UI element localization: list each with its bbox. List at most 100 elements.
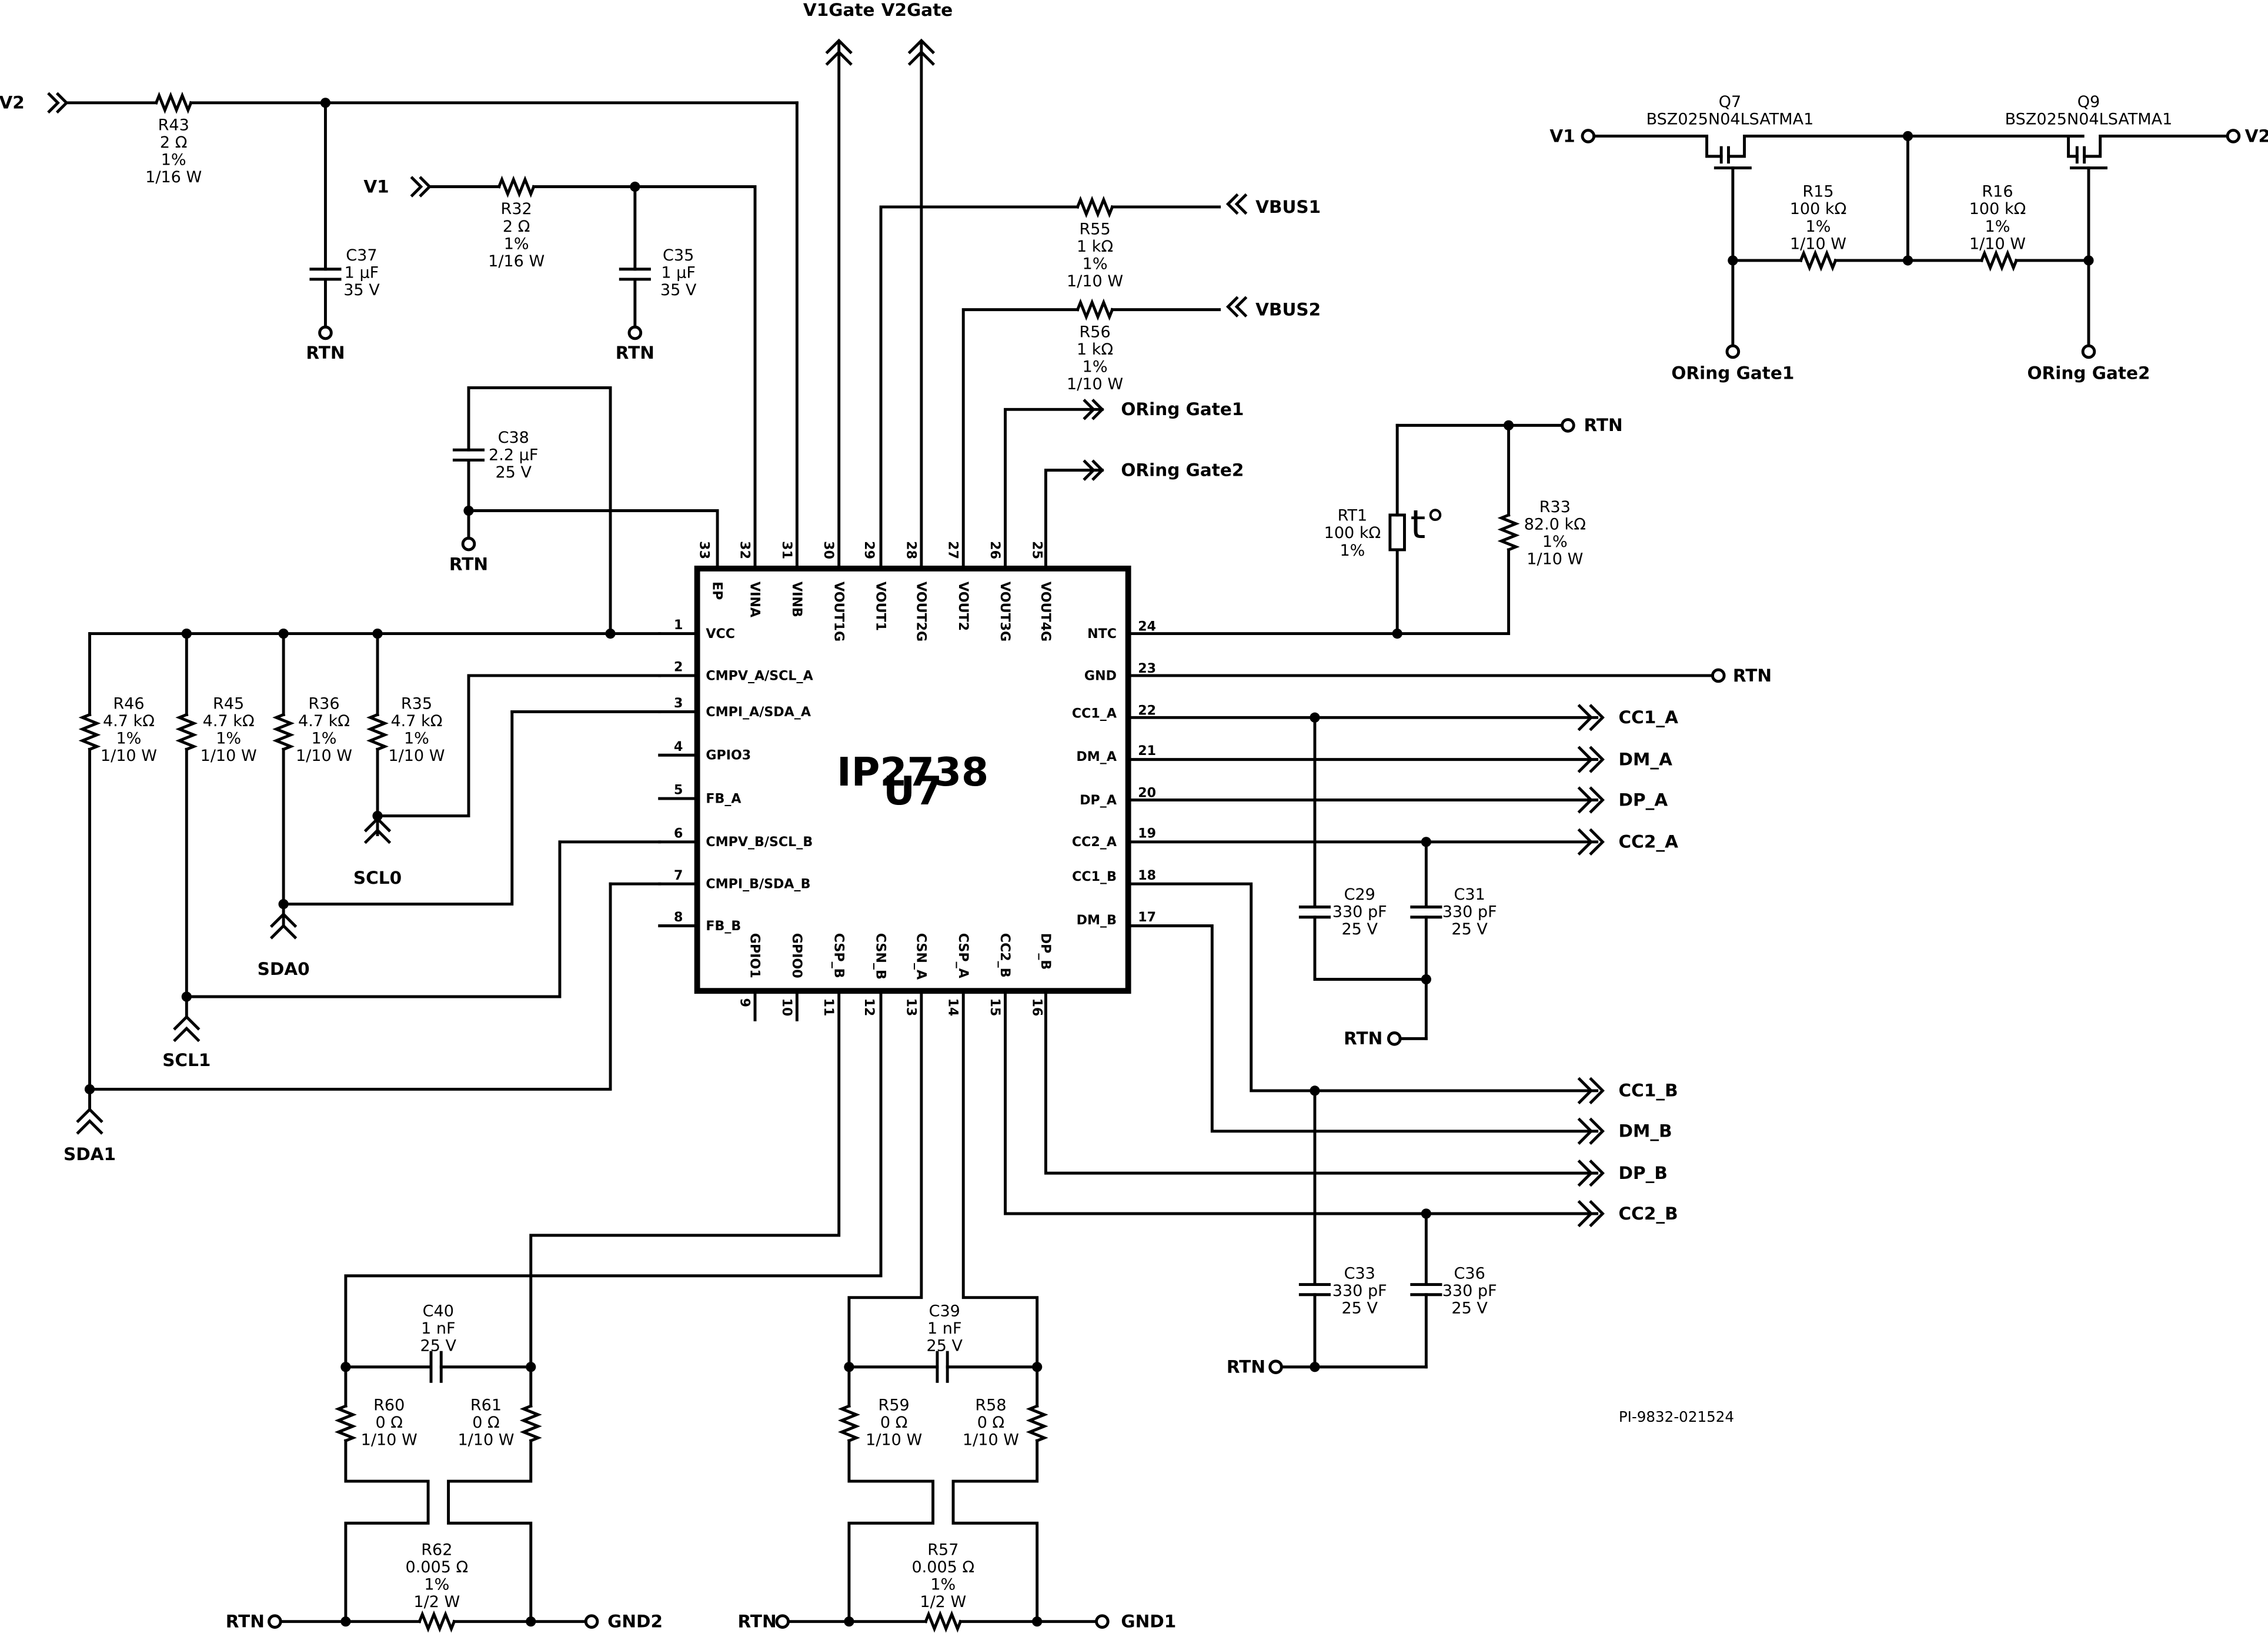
- r45-value: 4.7 kΩ: [203, 712, 255, 730]
- r36-tolerance: 1%: [312, 730, 337, 748]
- r62-tolerance: 1%: [424, 1576, 449, 1594]
- r32-tolerance: 1%: [504, 235, 529, 253]
- pin-7-number: 7: [674, 868, 683, 883]
- pin-3-number: 3: [674, 696, 683, 711]
- c38-ref: C38: [498, 429, 529, 447]
- c35-ref: C35: [663, 246, 694, 265]
- pin-1-name: VCC: [706, 626, 735, 642]
- r36-power: 1/10 W: [296, 747, 352, 765]
- c40-value: 1 nF: [421, 1319, 456, 1338]
- r46-ref: R46: [113, 695, 144, 713]
- pin-23-number: 23: [1138, 661, 1156, 676]
- net-label-v2-input: V2: [0, 93, 25, 113]
- r45-ref: R45: [213, 695, 244, 713]
- pin-4-name: GPIO3: [706, 748, 751, 763]
- c29-value: 330 pF: [1332, 903, 1387, 921]
- r16-power: 1/10 W: [1969, 235, 2026, 253]
- net-label-gnd2: GND2: [607, 1612, 663, 1632]
- r57-ref: R57: [927, 1541, 958, 1559]
- net-label-dm-b: DM_B: [1619, 1121, 1672, 1141]
- ic-part-name: IP2738: [837, 749, 988, 795]
- r55-ref: R55: [1079, 221, 1110, 239]
- c31-voltage: 25 V: [1451, 920, 1488, 938]
- c38-value: 2.2 µF: [489, 446, 538, 464]
- ic-reference: U7: [883, 768, 942, 814]
- net-label-sda1: SDA1: [64, 1144, 116, 1164]
- c40-ref: C40: [423, 1302, 454, 1321]
- r46-value: 4.7 kΩ: [103, 712, 155, 730]
- net-label-cc2-a: CC2_A: [1619, 832, 1679, 852]
- pin-30-name: VOUT1G: [831, 582, 846, 642]
- rt1-value: 100 kΩ: [1324, 524, 1381, 542]
- pin-32-number: 32: [737, 541, 752, 559]
- pin-17-number: 17: [1138, 910, 1156, 925]
- r55-power: 1/10 W: [1067, 272, 1123, 290]
- c33-voltage: 25 V: [1341, 1299, 1378, 1318]
- net-label-sda0: SDA0: [258, 959, 310, 979]
- c36-value: 330 pF: [1442, 1282, 1497, 1300]
- q9-part: BSZ025N04LSATMA1: [2005, 111, 2173, 129]
- pin-32-name: VINA: [747, 582, 763, 618]
- r59-power: 1/10 W: [866, 1431, 922, 1449]
- pin-2-name: CMPV_A/SCL_A: [706, 668, 813, 683]
- r35-tolerance: 1%: [404, 730, 429, 748]
- pin-8-name: FB_B: [706, 918, 741, 934]
- pin-1-number: 1: [674, 617, 683, 633]
- r32-ref: R32: [501, 200, 532, 218]
- r57-tolerance: 1%: [930, 1576, 956, 1594]
- r56-power: 1/10 W: [1067, 375, 1123, 393]
- net-label-rtn-ntc: RTN: [1584, 415, 1623, 435]
- pin-20-number: 20: [1138, 786, 1156, 801]
- pin-25-name: VOUT4G: [1038, 582, 1053, 642]
- net-label-rtn-c31: RTN: [1344, 1028, 1382, 1048]
- r58-value: 0 Ω: [977, 1414, 1004, 1432]
- pin-3-name: CMPI_A/SDA_A: [706, 704, 811, 720]
- r32-value: 2 Ω: [503, 218, 530, 236]
- pin-27-number: 27: [946, 541, 961, 559]
- pin-23-name: GND: [1084, 668, 1117, 683]
- pin-24-number: 24: [1138, 619, 1156, 634]
- net-label-rtn-c38: RTN: [449, 554, 488, 574]
- net-label-gnd1: GND1: [1121, 1612, 1176, 1632]
- pin-13-number: 13: [903, 998, 918, 1016]
- r57-power: 1/2 W: [920, 1593, 966, 1611]
- net-label-rtn-r57: RTN: [738, 1612, 777, 1632]
- net-label-scl1: SCL1: [162, 1050, 211, 1070]
- r16-tolerance: 1%: [1985, 218, 2010, 236]
- pin-2-number: 2: [674, 660, 683, 675]
- net-label-oring-gate1: ORing Gate1: [1121, 399, 1244, 419]
- pin-19-name: CC2_A: [1072, 834, 1117, 850]
- c33-value: 330 pF: [1332, 1282, 1387, 1300]
- q7-ref: Q7: [1719, 93, 1742, 111]
- pin-27-name: VOUT2: [956, 582, 971, 631]
- rt1-ref: RT1: [1338, 507, 1368, 525]
- c33-ref: C33: [1344, 1265, 1375, 1283]
- r57-value: 0.005 Ω: [911, 1558, 974, 1576]
- pin-26-number: 26: [987, 541, 1003, 559]
- net-label-cc1-a: CC1_A: [1619, 707, 1679, 727]
- c39-ref: C39: [929, 1302, 960, 1321]
- pin-22-number: 22: [1138, 703, 1156, 718]
- r33-value: 82.0 kΩ: [1524, 515, 1586, 533]
- pin-14-name: CSP_A: [956, 933, 971, 979]
- pin-20-name: DP_A: [1080, 793, 1117, 808]
- pin-10-number: 10: [779, 998, 794, 1016]
- pin-24-name: NTC: [1087, 626, 1117, 642]
- pin-12-name: CSN_B: [873, 933, 889, 980]
- pin-10-name: GPIO0: [789, 933, 804, 978]
- c37-ref: C37: [346, 246, 377, 265]
- net-label-rtn-gnd: RTN: [1733, 666, 1772, 686]
- r45-power: 1/10 W: [201, 747, 257, 765]
- r35-ref: R35: [401, 695, 432, 713]
- net-label-oring-gate2: ORing Gate2: [1121, 460, 1244, 480]
- r61-power: 1/10 W: [457, 1431, 514, 1449]
- r15-tolerance: 1%: [1806, 218, 1831, 236]
- r15-power: 1/10 W: [1790, 235, 1846, 253]
- pin-33-number: 33: [697, 541, 712, 559]
- net-label-q7-v1: V1: [1549, 126, 1575, 146]
- r46-power: 1/10 W: [101, 747, 157, 765]
- net-label-cc1-b: CC1_B: [1619, 1081, 1678, 1101]
- r36-value: 4.7 kΩ: [298, 712, 350, 730]
- r45-tolerance: 1%: [216, 730, 241, 748]
